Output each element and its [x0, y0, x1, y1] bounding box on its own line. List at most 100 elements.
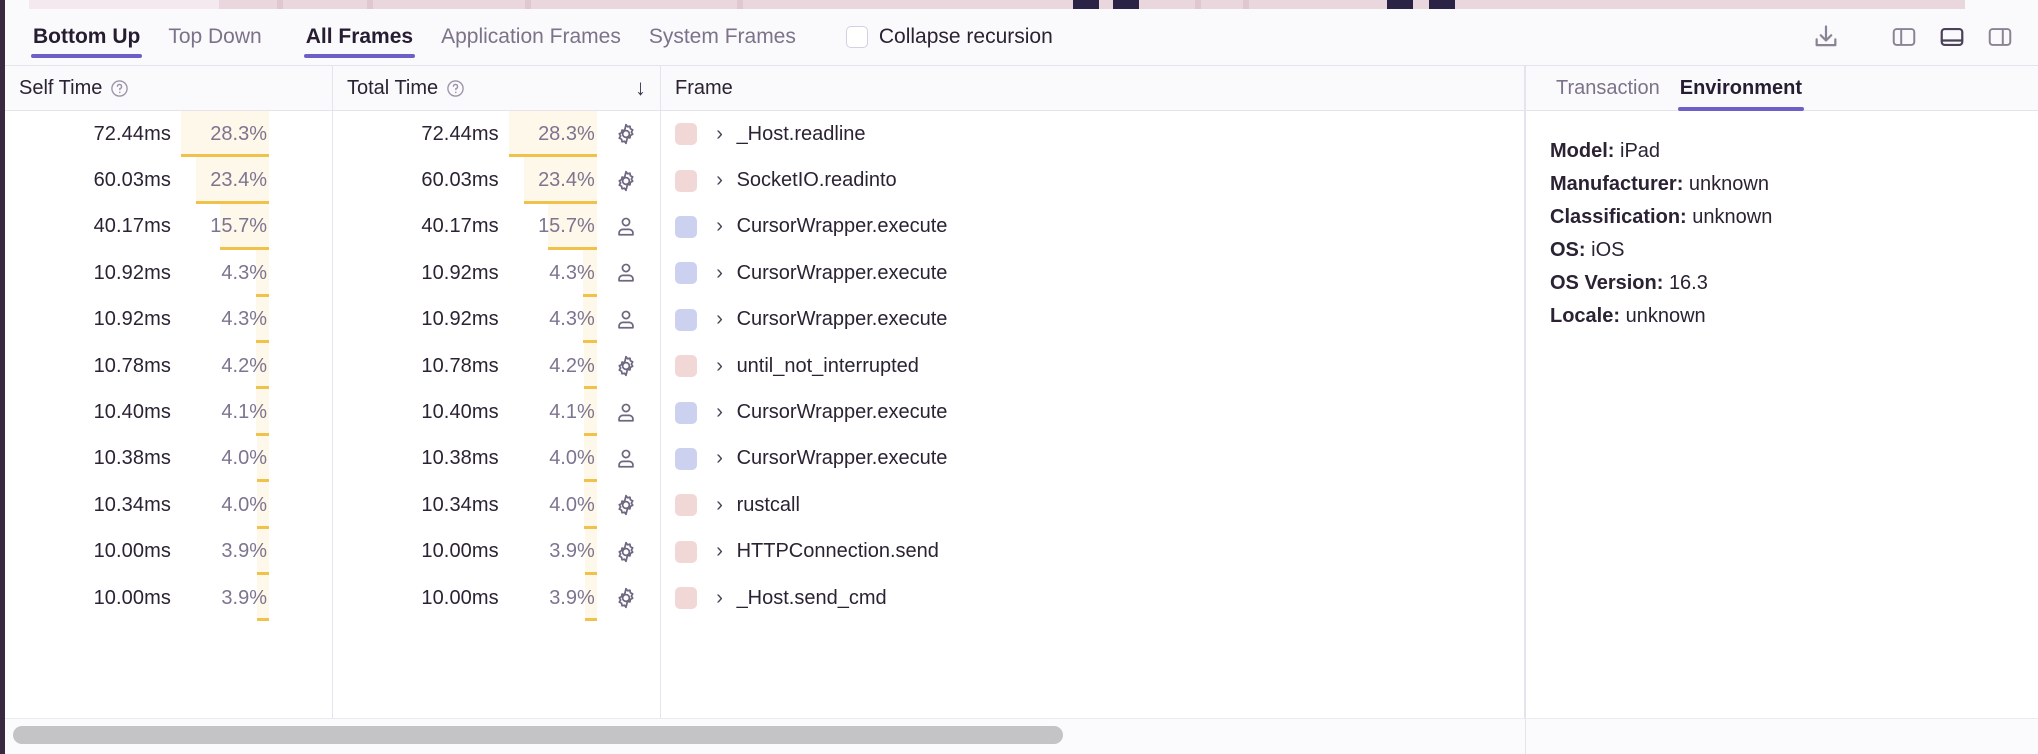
- panel-left-icon[interactable]: [1884, 17, 1924, 57]
- percentage-cell: 4.0%: [509, 482, 597, 529]
- frame-color-swatch: [674, 587, 697, 610]
- table-row[interactable]: 10.00ms 3.9%: [333, 574, 660, 622]
- percentage-value: 3.9%: [549, 586, 595, 609]
- gear-icon: [609, 121, 643, 147]
- tab-bottom-up-label: Bottom Up: [33, 25, 141, 48]
- frame-color-swatch: [674, 447, 697, 470]
- tab-transaction[interactable]: Transaction: [1546, 66, 1670, 111]
- percentage-bar: [255, 250, 269, 297]
- tab-application-frames-label: Application Frames: [441, 25, 621, 48]
- horizontal-scrollbar-track[interactable]: [5, 726, 1525, 744]
- horizontal-scrollbar-thumb[interactable]: [13, 726, 1063, 744]
- column-header-frame[interactable]: Frame: [661, 66, 1525, 110]
- expand-chevron-icon[interactable]: ›: [716, 122, 723, 145]
- tab-group-divider: [276, 9, 292, 66]
- collapse-recursion-checkbox[interactable]: [845, 26, 868, 48]
- table-row[interactable]: ›CursorWrapper.execute: [661, 250, 1524, 296]
- table-row[interactable]: › _Host.send_cmd: [661, 575, 1524, 621]
- tab-environment[interactable]: Environment: [1670, 66, 1812, 111]
- table-row[interactable]: ›SocketIO.readinto: [661, 157, 1524, 203]
- expand-chevron-icon[interactable]: ›: [716, 540, 723, 563]
- percentage-cell: 15.7%: [509, 203, 597, 251]
- table-row[interactable]: › CursorWrapper.execute: [661, 389, 1524, 435]
- column-header-frame-label: Frame: [675, 76, 733, 99]
- duration-value: 10.34ms: [93, 493, 171, 516]
- percentage-cell: 23.4%: [181, 157, 269, 204]
- table-row[interactable]: ›HTTPConnection.send: [661, 529, 1524, 575]
- table-row[interactable]: ›CursorWrapper.execute: [661, 297, 1524, 343]
- percentage-bar: [255, 296, 269, 343]
- tab-all-frames[interactable]: All Frames: [292, 9, 427, 66]
- percentage-value: 28.3%: [210, 122, 267, 145]
- percentage-value: 4.2%: [549, 354, 595, 377]
- table-row[interactable]: ›CursorWrapper.execute: [661, 436, 1524, 482]
- percentage-value: 4.0%: [221, 493, 267, 516]
- flamegraph-strip[interactable]: [5, 0, 2038, 9]
- percentage-cell: 3.9%: [181, 574, 269, 622]
- percentage-value: 4.1%: [221, 401, 267, 424]
- column-header-self-time[interactable]: Self Time: [5, 66, 333, 110]
- panel-right-icon[interactable]: [1980, 17, 2020, 57]
- expand-chevron-icon[interactable]: ›: [716, 169, 723, 192]
- expand-chevron-icon[interactable]: ›: [716, 215, 723, 238]
- expand-chevron-icon[interactable]: ›: [716, 401, 723, 424]
- frame-name: _Host.send_cmd: [736, 586, 887, 609]
- expand-chevron-icon[interactable]: ›: [716, 354, 723, 377]
- environment-value: 16.3: [1668, 272, 1708, 294]
- environment-value: iPad: [1620, 140, 1661, 162]
- column-header-total-time[interactable]: Total Time ↓: [333, 66, 661, 110]
- percentage-cell: 4.0%: [181, 482, 269, 529]
- expand-chevron-icon[interactable]: ›: [716, 447, 723, 470]
- percentage-bar: [584, 482, 597, 529]
- panel-divider: [1525, 719, 1526, 754]
- table-row[interactable]: ›rustcall: [661, 482, 1524, 528]
- frame-color-swatch: [674, 308, 697, 331]
- table-row[interactable]: 10.34ms 4.0%: [5, 482, 332, 529]
- expand-chevron-icon[interactable]: ›: [716, 493, 723, 516]
- tab-bottom-up[interactable]: Bottom Up: [19, 9, 154, 66]
- panel-bottom-icon[interactable]: [1932, 17, 1972, 57]
- duration-value: 10.92ms: [421, 308, 499, 331]
- tab-top-down[interactable]: Top Down: [154, 9, 275, 66]
- frame-name: CursorWrapper.execute: [736, 401, 948, 424]
- duration-value: 10.00ms: [421, 586, 499, 609]
- frame-color-swatch: [674, 401, 697, 424]
- sort-descending-icon[interactable]: ↓: [635, 75, 646, 100]
- frame-name: CursorWrapper.execute: [736, 215, 948, 238]
- help-icon[interactable]: [110, 79, 129, 98]
- percentage-bar: [256, 435, 269, 483]
- tab-application-frames[interactable]: Application Frames: [427, 9, 635, 66]
- table-row[interactable]: ›_Host.readline: [661, 111, 1524, 157]
- expand-chevron-icon[interactable]: ›: [716, 261, 723, 284]
- help-icon[interactable]: [446, 79, 465, 98]
- percentage-bar: [220, 203, 269, 251]
- expand-chevron-icon[interactable]: ›: [716, 586, 723, 609]
- table-row[interactable]: ›until_not_interrupted: [661, 343, 1524, 389]
- tab-system-frames-label: System Frames: [648, 25, 796, 48]
- collapse-recursion-control[interactable]: Collapse recursion: [845, 25, 1053, 49]
- table-row[interactable]: › CursorWrapper.execute: [661, 204, 1524, 250]
- tab-system-frames[interactable]: System Frames: [635, 9, 810, 66]
- expand-chevron-icon[interactable]: ›: [716, 308, 723, 331]
- download-icon[interactable]: [1806, 17, 1846, 57]
